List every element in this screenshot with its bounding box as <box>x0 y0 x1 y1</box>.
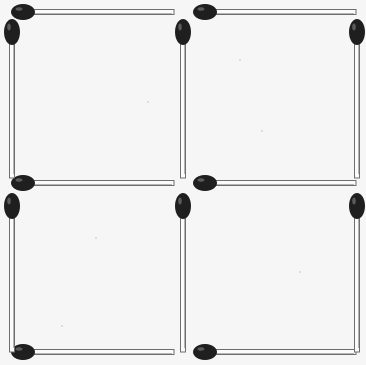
matchstick-horizontal-1-0[interactable] <box>11 175 174 191</box>
match-head <box>193 344 217 360</box>
match-head <box>193 4 217 20</box>
match-head <box>349 193 365 219</box>
paper-speck <box>239 59 241 61</box>
match-head-highlight <box>16 347 23 351</box>
match-head-highlight <box>16 7 23 11</box>
matchstick-vertical-0-1[interactable] <box>175 19 191 178</box>
match-head-highlight <box>352 198 356 205</box>
match-head-highlight <box>198 347 205 351</box>
match-head-highlight <box>178 24 182 31</box>
matchstick-vertical-0-0[interactable] <box>4 19 20 178</box>
paper-speck <box>261 130 263 132</box>
match-head <box>4 193 20 219</box>
matchstick-vertical-1-1[interactable] <box>175 193 191 352</box>
match-head <box>193 175 217 191</box>
paper-speck <box>95 237 97 239</box>
match-head-highlight <box>352 24 356 31</box>
match-head <box>4 19 20 45</box>
match-head-highlight <box>16 178 23 182</box>
matchstick-horizontal-0-0[interactable] <box>11 4 174 20</box>
match-head <box>349 19 365 45</box>
match-head-highlight <box>198 178 205 182</box>
match-head <box>175 19 191 45</box>
match-head-highlight <box>7 24 11 31</box>
matchstick-horizontal-0-1[interactable] <box>193 4 356 20</box>
matchstick-horizontal-1-1[interactable] <box>193 175 356 191</box>
match-head-highlight <box>198 7 205 11</box>
paper-speck <box>61 325 63 327</box>
match-head <box>11 4 35 20</box>
paper-speck <box>299 271 301 273</box>
matchstick-vertical-1-2[interactable] <box>349 193 365 352</box>
match-head-highlight <box>7 198 11 205</box>
matchstick-horizontal-2-1[interactable] <box>193 344 356 360</box>
matchstick-vertical-1-0[interactable] <box>4 193 20 352</box>
matchstick-vertical-0-2[interactable] <box>349 19 365 178</box>
match-head-highlight <box>178 198 182 205</box>
paper-speck <box>147 101 149 103</box>
match-head <box>175 193 191 219</box>
matchstick-horizontal-2-0[interactable] <box>11 344 174 360</box>
